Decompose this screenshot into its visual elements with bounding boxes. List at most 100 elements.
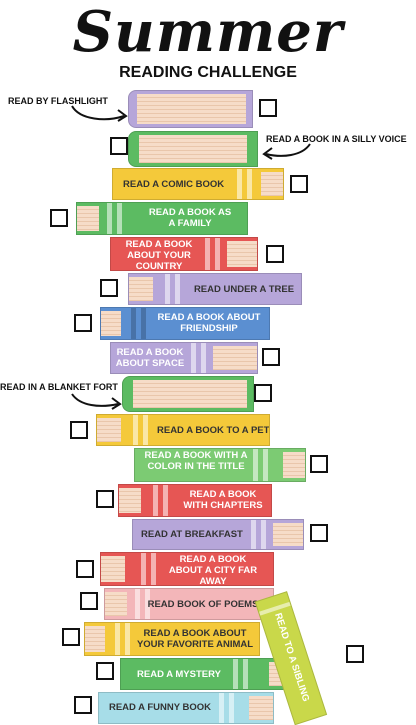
checkbox-silly-voice[interactable] — [110, 137, 128, 155]
checkbox-space[interactable] — [262, 348, 280, 366]
book-pages — [101, 556, 125, 582]
book-label-friendship: READ A BOOK ABOUT FRIENDSHIP — [157, 312, 261, 334]
checkbox-funny[interactable] — [74, 696, 92, 714]
book-stripe — [247, 169, 252, 199]
book-stripe — [219, 693, 224, 723]
book-stripe — [233, 659, 238, 689]
checkbox-breakfast[interactable] — [310, 524, 328, 542]
book-tree: READ UNDER A TREE — [128, 273, 302, 305]
book-friendship: READ A BOOK ABOUT FRIENDSHIP — [100, 307, 270, 340]
book-breakfast: READ AT BREAKFAST — [132, 519, 304, 550]
book-pages — [139, 135, 247, 163]
label-silly-voice: READ A BOOK IN A SILLY VOICE — [266, 134, 407, 144]
book-label-chapters: READ A BOOK WITH CHAPTERS — [183, 489, 263, 511]
book-label-color: READ A BOOK WITH A COLOR IN THE TITLE — [144, 450, 248, 472]
book-label-mystery: READ A MYSTERY — [137, 669, 221, 680]
checkbox-tree[interactable] — [100, 279, 118, 297]
book-label-pet: READ A BOOK TO A PET — [157, 425, 270, 436]
label-flashlight: READ BY FLASHLIGHT — [8, 96, 108, 106]
book-pages — [133, 380, 247, 408]
checkbox-flashlight[interactable] — [259, 99, 277, 117]
book-funny: READ A FUNNY BOOK — [98, 692, 274, 724]
checkbox-friendship[interactable] — [74, 314, 92, 332]
page-subtitle: READING CHALLENGE — [119, 64, 297, 81]
book-stripe — [163, 485, 168, 516]
checkbox-color[interactable] — [310, 455, 328, 473]
book-pages — [249, 696, 273, 720]
book-city: READ A BOOK ABOUT A CITY FAR AWAY — [100, 552, 274, 586]
book-stripe — [131, 308, 136, 339]
book-label-family: READ A BOOK AS A FAMILY — [148, 207, 232, 229]
book-poems: READ BOOK OF POEMS — [104, 588, 274, 620]
book-blanket-fort — [122, 376, 254, 412]
book-color: READ A BOOK WITH A COLOR IN THE TITLE — [134, 448, 306, 482]
book-label-sibling: READ TO A SIBLING — [272, 611, 312, 704]
checkbox-blanket-fort[interactable] — [254, 384, 272, 402]
page-title: Summer — [72, 0, 344, 65]
book-space: READ A BOOK ABOUT SPACE — [110, 342, 258, 374]
checkbox-sibling[interactable] — [346, 645, 364, 663]
book-pages — [261, 172, 283, 196]
book-label-breakfast: READ AT BREAKFAST — [141, 529, 243, 540]
book-label-comic: READ A COMIC BOOK — [123, 179, 225, 190]
book-pages — [85, 626, 105, 652]
book-stripe — [143, 415, 148, 445]
book-animal: READ A BOOK ABOUT YOUR FAVORITE ANIMAL — [84, 622, 260, 656]
book-family: READ A BOOK AS A FAMILY — [76, 202, 248, 235]
book-stripe — [135, 589, 140, 619]
book-stripe — [141, 553, 146, 585]
checkbox-chapters[interactable] — [96, 490, 114, 508]
book-label-space: READ A BOOK ABOUT SPACE — [115, 347, 185, 369]
book-stripe — [165, 274, 170, 304]
book-comic: READ A COMIC BOOK — [112, 168, 284, 200]
checkbox-family[interactable] — [50, 209, 68, 227]
book-stripe — [107, 203, 112, 234]
checkbox-pet[interactable] — [70, 421, 88, 439]
arrow-icon — [71, 105, 128, 122]
book-stripe — [117, 203, 122, 234]
book-pet: READ A BOOK TO A PET — [96, 414, 270, 446]
book-pages — [77, 206, 99, 231]
book-country: READ A BOOK ABOUT YOUR COUNTRY — [110, 237, 258, 271]
book-label-poems: READ BOOK OF POEMS — [147, 599, 259, 610]
checkbox-comic[interactable] — [290, 175, 308, 193]
book-stripe — [133, 415, 138, 445]
book-pages — [105, 592, 127, 616]
book-stripe — [251, 520, 256, 549]
book-pages — [97, 418, 121, 442]
checkbox-country[interactable] — [266, 245, 284, 263]
book-stripe — [145, 589, 150, 619]
book-pages — [283, 452, 305, 478]
checkbox-poems[interactable] — [80, 592, 98, 610]
book-label-tree: READ UNDER A TREE — [193, 284, 295, 295]
book-silly-voice — [128, 131, 258, 167]
book-stripe — [153, 485, 158, 516]
book-pages — [137, 94, 246, 124]
book-stripe — [261, 520, 266, 549]
book-label-country: READ A BOOK ABOUT YOUR COUNTRY — [125, 239, 193, 271]
book-stripe — [253, 449, 258, 481]
checkbox-mystery[interactable] — [96, 662, 114, 680]
book-stripe — [229, 693, 234, 723]
book-label-funny: READ A FUNNY BOOK — [108, 702, 212, 713]
book-stripe — [151, 553, 156, 585]
book-stripe — [263, 449, 268, 481]
book-pages — [213, 346, 257, 370]
book-label-animal: READ A BOOK ABOUT YOUR FAVORITE ANIMAL — [136, 628, 254, 650]
book-pages — [227, 241, 257, 267]
book-stripe — [243, 659, 248, 689]
arrow-icon — [71, 393, 122, 410]
book-stripe — [175, 274, 180, 304]
book-stripe — [237, 169, 242, 199]
book-mystery: READ A MYSTERY — [120, 658, 296, 690]
checkbox-animal[interactable] — [62, 628, 80, 646]
label-blanket-fort: READ IN A BLANKET FORT — [0, 382, 118, 392]
book-flashlight — [128, 90, 253, 128]
book-pages — [129, 277, 153, 301]
book-stripe — [191, 343, 196, 373]
arrow-icon — [262, 143, 311, 160]
book-stripe — [141, 308, 146, 339]
checkbox-city[interactable] — [76, 560, 94, 578]
book-label-city: READ A BOOK ABOUT A CITY FAR AWAY — [168, 554, 258, 586]
book-stripe — [115, 623, 120, 655]
